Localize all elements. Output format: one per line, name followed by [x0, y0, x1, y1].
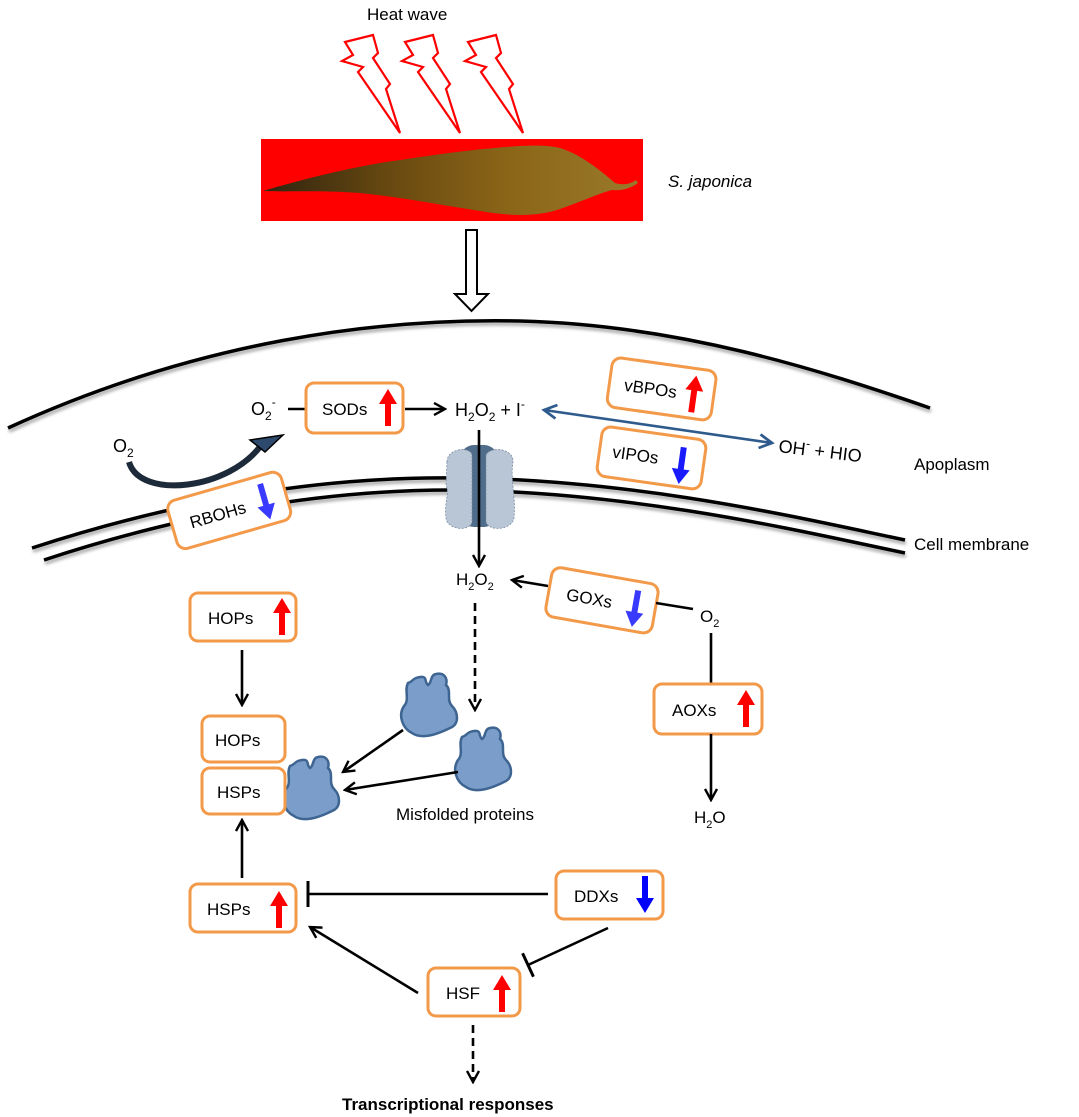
hydroxide-hio-label: OH- + HIO	[778, 433, 864, 466]
iodine-exchange-arrow	[544, 410, 772, 443]
cell-wall-line	[7, 319, 931, 430]
down-arrow-icon	[671, 446, 690, 484]
hsps-bottom-label: HSPs	[207, 900, 250, 919]
protein-to-chaperone-arrow	[343, 728, 404, 772]
up-arrow-icon	[737, 690, 755, 727]
apoplasm-label: Apoplasm	[914, 455, 990, 474]
lightning-bolt-icon	[399, 33, 462, 134]
up-arrow-icon	[270, 891, 288, 928]
up-arrow-icon	[273, 598, 291, 635]
aoxs-node[interactable]: AOXs	[652, 682, 764, 736]
down-arrow-icon	[257, 483, 275, 520]
goxs-node[interactable]: GOXs	[544, 566, 660, 635]
ddxs-inhibits-hsf	[521, 926, 609, 978]
heat-wave-title: Heat wave	[367, 5, 447, 24]
cell-membrane-label: Cell membrane	[914, 535, 1029, 554]
h2o2-iodide-label: H2O2 + I-	[455, 397, 525, 424]
sods-label: SODs	[322, 400, 367, 419]
hops-complex-label: HOPs	[215, 731, 260, 750]
channel-protein-icon	[445, 445, 515, 529]
misfolded-protein-icon	[282, 755, 341, 821]
hops-top-label: HOPs	[208, 609, 253, 628]
lightning-bolt-icon	[462, 33, 525, 134]
curved-arrow-head	[248, 433, 286, 453]
hsf-node[interactable]: HSF	[426, 966, 522, 1018]
hsps-complex-label: HSPs	[217, 783, 260, 802]
hsf-label: HSF	[446, 984, 480, 1003]
ddxs-label: DDXs	[574, 887, 618, 906]
curved-arrow-o2-to-superoxide	[126, 442, 265, 489]
vipos-node[interactable]: vIPOs	[595, 425, 708, 491]
rbohs-node[interactable]: RBOHs	[166, 470, 293, 551]
hops-complex-node[interactable]: HOPs	[200, 714, 287, 764]
misfolded-protein-icon	[454, 726, 513, 792]
aoxs-label: AOXs	[672, 701, 716, 720]
lightning-bolt-icons	[339, 33, 525, 134]
organism-label: S. japonica	[668, 172, 752, 191]
superoxide-label: O2-	[251, 395, 276, 423]
o2-left-label: O2	[113, 436, 134, 460]
misfolded-protein-icons	[282, 672, 513, 821]
misfolded-protein-icon	[400, 672, 459, 738]
up-arrow-icon	[685, 375, 704, 413]
ddxs-node[interactable]: DDXs	[554, 869, 665, 921]
vbpos-node[interactable]: vBPOs	[605, 356, 718, 422]
hops-top-node[interactable]: HOPs	[188, 591, 298, 643]
up-arrow-icon	[493, 975, 511, 1012]
hsps-complex-node[interactable]: HSPs	[200, 766, 287, 816]
sods-node[interactable]: SODs	[304, 381, 405, 435]
water-label: H2O	[694, 808, 726, 831]
hsf-activates-hsps	[310, 927, 419, 995]
down-arrow-icon	[625, 589, 644, 627]
chaperone-complex: HOPs HSPs	[200, 714, 287, 816]
lightning-bolt-icon	[339, 33, 402, 134]
h2o2-inner-label: H2O2	[456, 570, 494, 593]
transcriptional-responses-label: Transcriptional responses	[342, 1095, 554, 1114]
misfolded-proteins-label: Misfolded proteins	[396, 805, 534, 824]
hollow-down-arrow-icon	[452, 229, 491, 313]
up-arrow-icon	[379, 389, 397, 426]
kelp-blade-image	[263, 145, 638, 215]
hsps-bottom-node[interactable]: HSPs	[188, 882, 298, 934]
o2-right-label: O2	[700, 607, 719, 630]
goxs-to-h2o2-arrow	[512, 580, 549, 586]
down-arrow-icon	[636, 876, 654, 913]
protein-to-chaperone-arrow	[345, 770, 459, 790]
o2-to-goxs-line	[655, 601, 694, 611]
